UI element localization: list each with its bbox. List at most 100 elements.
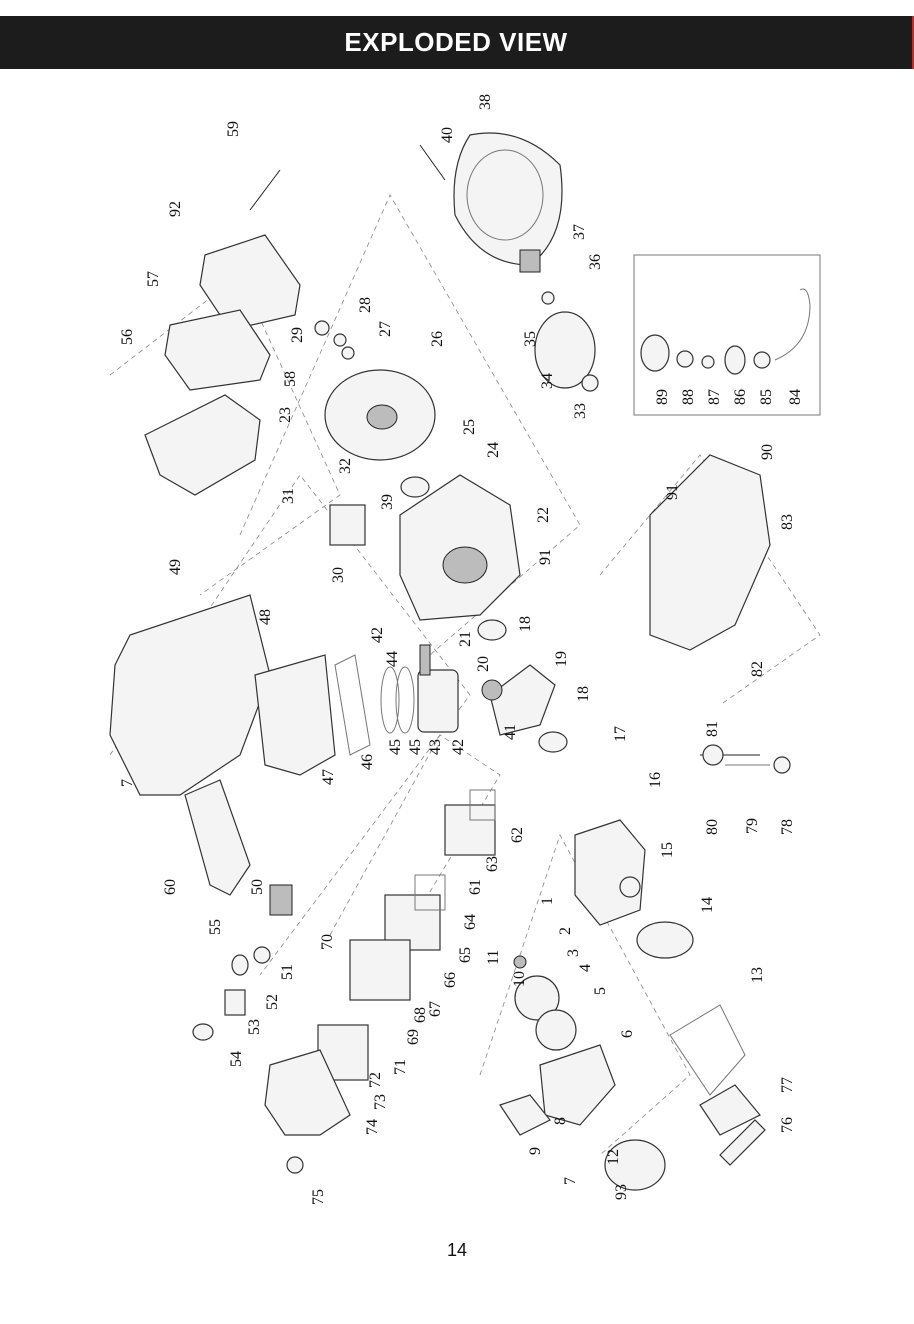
part-seal-15 xyxy=(619,876,641,898)
callout-label: 66 xyxy=(442,972,459,988)
callout-label: 28 xyxy=(357,297,374,313)
part-flywheel-hub xyxy=(366,404,398,430)
part-starter-housing-window xyxy=(466,149,544,241)
callout-label: 32 xyxy=(337,458,354,474)
callout-label: 91 xyxy=(664,484,681,500)
part-boot-52 xyxy=(231,954,249,976)
part-clip-76 xyxy=(719,1119,766,1166)
callout-label: 51 xyxy=(279,964,296,980)
part-switch-53 xyxy=(224,989,246,1016)
callout-label: 57 xyxy=(145,271,162,287)
part-pin-44 xyxy=(419,644,431,676)
callout-label: 48 xyxy=(257,609,274,625)
part-spark-plug-50 xyxy=(269,884,293,916)
part-starter-housing xyxy=(453,132,563,266)
callout-label: 20 xyxy=(475,656,492,672)
callout-label: 36 xyxy=(587,254,604,270)
callout-label: 86 xyxy=(732,389,749,405)
part-bearing-41 xyxy=(481,679,503,701)
callout-label: 52 xyxy=(264,994,281,1010)
callout-label: 63 xyxy=(484,856,501,872)
part-bearing-18a xyxy=(477,619,507,641)
part-cap-54 xyxy=(192,1023,214,1041)
part-grommet-80 xyxy=(702,744,724,766)
exploded-view-drawing: 1 2 3 4 5 6 7 7 8 9 10 11 12 13 14 15 16… xyxy=(109,94,821,1205)
callout-label: 47 xyxy=(320,769,337,785)
callout-label: 90 xyxy=(759,444,776,460)
callout-label: 33 xyxy=(572,403,589,419)
callout-label: 89 xyxy=(654,389,671,405)
callout-label: 67 xyxy=(427,1001,444,1017)
callout-label: 11 xyxy=(485,950,502,965)
callout-label: 76 xyxy=(779,1117,796,1133)
part-handle-55 xyxy=(184,779,251,896)
callout-label: 45 xyxy=(407,739,424,755)
part-filter-78 xyxy=(773,756,791,774)
callout-label: 42 xyxy=(450,739,467,755)
callout-label: 43 xyxy=(427,739,444,755)
primer-kit-box xyxy=(633,254,821,416)
callout-label: 70 xyxy=(319,934,336,950)
callout-label: 65 xyxy=(457,947,474,963)
part-seal-88 xyxy=(676,350,694,368)
callout-label: 9 xyxy=(527,1147,544,1155)
callout-label: 16 xyxy=(647,772,664,788)
part-washer-2 xyxy=(513,955,527,969)
callout-label: 75 xyxy=(310,1189,327,1205)
part-spindle-37 xyxy=(519,249,541,273)
callout-label: 84 xyxy=(787,389,804,405)
part-bracket-77 xyxy=(699,1084,761,1136)
callout-label: 54 xyxy=(228,1051,245,1067)
part-starter-case-6 xyxy=(539,1044,616,1126)
part-crankcase-bore xyxy=(442,546,488,584)
callout-label: 87 xyxy=(706,389,723,405)
callout-label: 50 xyxy=(249,879,266,895)
callout-label: 31 xyxy=(280,488,297,504)
callout-label: 42 xyxy=(369,627,386,643)
part-ring-45b xyxy=(395,666,415,734)
callout-label: 25 xyxy=(461,419,478,435)
assembly-boundary-starter xyxy=(479,833,691,1156)
part-ignition-coil-30 xyxy=(329,504,366,546)
callout-label: 73 xyxy=(372,1094,389,1110)
callout-label: 64 xyxy=(462,914,479,930)
callout-label: 82 xyxy=(749,661,766,677)
callout-label: 40 xyxy=(439,127,456,143)
callout-label: 29 xyxy=(289,327,306,343)
part-fuel-tank-83 xyxy=(649,454,771,651)
callout-label: 55 xyxy=(207,919,224,935)
part-washer-28 xyxy=(333,333,347,347)
callout-label: 93 xyxy=(613,1184,630,1200)
callout-label: 19 xyxy=(553,651,570,667)
callout-label: 88 xyxy=(680,389,697,405)
callout-label: 60 xyxy=(162,879,179,895)
callout-label: 80 xyxy=(704,819,721,835)
part-washer-36 xyxy=(541,291,555,305)
callout-label: 38 xyxy=(477,94,494,110)
part-gasket-64 xyxy=(414,874,446,911)
part-seal-39 xyxy=(400,476,430,498)
page-header: EXPLODED VIEW xyxy=(0,16,914,69)
part-tube-84 xyxy=(774,288,811,361)
callout-label: 34 xyxy=(539,373,556,389)
callout-label: 85 xyxy=(758,389,775,405)
part-gasket-46 xyxy=(334,654,371,756)
callout-label: 72 xyxy=(367,1072,384,1088)
callout-label: 27 xyxy=(377,321,394,337)
part-bearing-18b xyxy=(538,731,568,753)
callout-label: 15 xyxy=(659,842,676,858)
part-primer-bulb-86 xyxy=(724,345,746,375)
callout-label: 7 xyxy=(562,1177,579,1185)
callout-label: 35 xyxy=(522,331,539,347)
callout-label: 7 xyxy=(119,779,136,787)
part-ring-85 xyxy=(753,351,771,369)
callout-label: 78 xyxy=(779,819,796,835)
exploded-view-diagram: 1 2 3 4 5 6 7 7 8 9 10 11 12 13 14 15 16… xyxy=(0,75,914,1225)
callout-label: 46 xyxy=(359,754,376,770)
callout-label: 4 xyxy=(577,964,594,972)
callout-label: 71 xyxy=(392,1059,409,1075)
callout-label: 79 xyxy=(744,818,761,834)
part-ring-87 xyxy=(701,355,715,369)
callout-label: 5 xyxy=(592,987,609,995)
part-insulator-63 xyxy=(444,804,496,856)
